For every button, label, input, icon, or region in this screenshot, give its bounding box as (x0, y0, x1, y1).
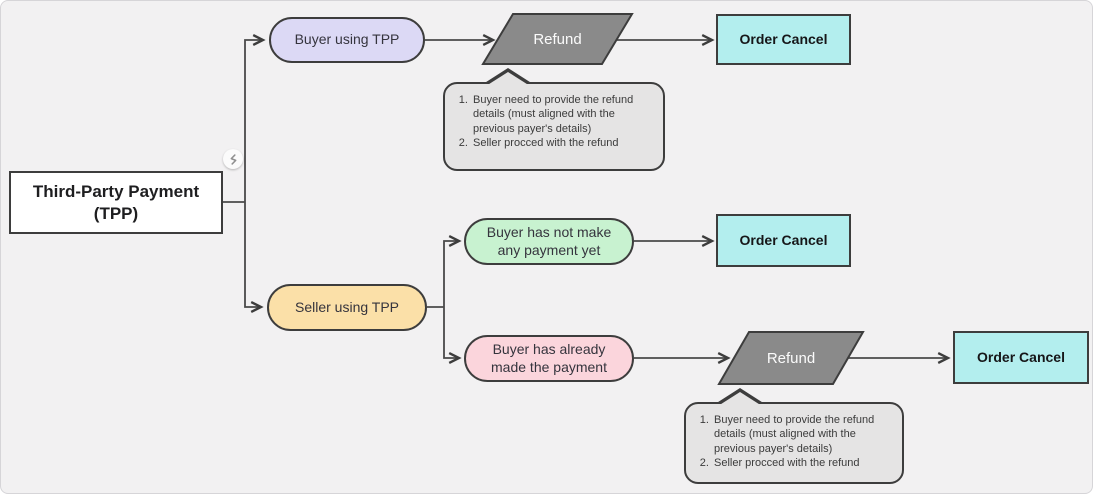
node-buyer-using-tpp[interactable]: Buyer using TPP (269, 17, 425, 63)
node-label: Buyer has not make any payment yet (486, 224, 612, 258)
note-refund-steps-2[interactable]: Buyer need to provide the refund details… (684, 388, 904, 484)
note-step: Buyer need to provide the refund details… (471, 93, 657, 136)
node-label: Buyer has already made the payment (491, 341, 607, 375)
lightning-icon[interactable] (223, 149, 243, 169)
note-step: Buyer need to provide the refund details… (712, 413, 896, 456)
node-third-party-payment[interactable]: Third-Party Payment (TPP) (9, 171, 223, 234)
lightning-icon-glyph (230, 153, 236, 165)
note-steps-list: Buyer need to provide the refund details… (686, 413, 896, 470)
note-tip (486, 72, 530, 86)
node-order-cancel-2[interactable]: Order Cancel (716, 214, 851, 267)
node-label: Third-Party Payment (TPP) (32, 182, 200, 223)
connector-root-to-buyer (244, 34, 266, 202)
node-label: Order Cancel (977, 348, 1065, 365)
note-refund-steps-1[interactable]: Buyer need to provide the refund details… (443, 68, 665, 171)
node-buyer-already-paid[interactable]: Buyer has already made the payment (464, 335, 634, 382)
note-steps-list: Buyer need to provide the refund details… (445, 93, 657, 150)
note-tip (718, 392, 762, 406)
node-seller-using-tpp[interactable]: Seller using TPP (267, 284, 427, 331)
node-label: Order Cancel (739, 30, 828, 47)
note-step: Seller procced with the refund (712, 456, 896, 470)
note-step: Seller procced with the refund (471, 136, 657, 150)
node-order-cancel-3[interactable]: Order Cancel (953, 331, 1089, 384)
refund2-parallelogram[interactable] (717, 331, 865, 385)
node-label: Seller using TPP (294, 298, 399, 315)
node-label: Order Cancel (739, 231, 828, 248)
refund1-parallelogram[interactable] (481, 13, 634, 65)
connector-seller-to-paid (443, 307, 462, 364)
node-buyer-no-payment[interactable]: Buyer has not make any payment yet (464, 218, 634, 265)
node-order-cancel-1[interactable]: Order Cancel (716, 14, 851, 65)
connector-root-to-seller (244, 202, 264, 313)
node-label: Buyer using TPP (294, 31, 400, 48)
connector-seller-to-nopayment (443, 235, 462, 307)
